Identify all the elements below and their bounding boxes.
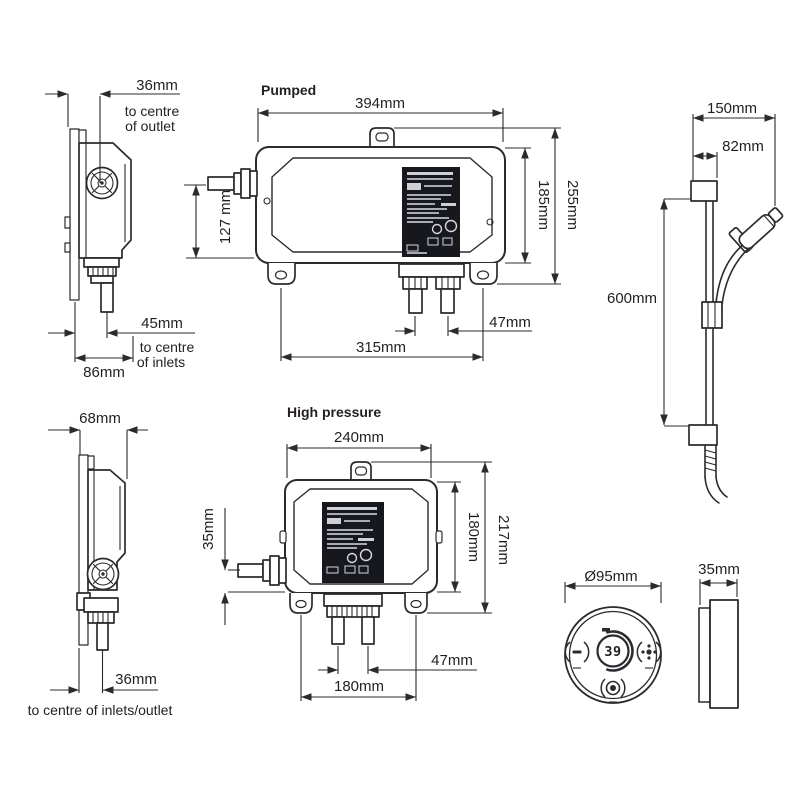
outlet-note-line1: to centre	[125, 103, 180, 119]
outlet-valve-icon	[85, 166, 119, 200]
pumped-outlet-height-dim-label: 127 mm	[217, 190, 234, 244]
minus-icon	[572, 650, 582, 654]
rail-slider	[701, 301, 723, 329]
pumped-side-body	[78, 142, 132, 259]
inlet-pipe	[96, 622, 109, 651]
inlet-note-line2: of inlets	[137, 354, 185, 370]
hp-width-dim-label: 240mm	[334, 429, 384, 446]
shower-handset	[738, 207, 784, 250]
plus-icon	[646, 649, 652, 655]
outlet-note-line2: of outlet	[125, 118, 175, 134]
pumped-side-view: 36mm to centre of outlet 45mm to centre …	[45, 77, 195, 381]
pumped-view-title: Pumped	[261, 82, 316, 98]
hp-body-height-dim-label: 180mm	[465, 512, 482, 562]
temperature-display: 39	[604, 644, 621, 660]
inlet-pipe	[100, 282, 114, 313]
rail-bottom-bracket	[688, 424, 718, 446]
plus-button	[636, 641, 662, 669]
hp-side-depth-dim-label: 68mm	[79, 410, 121, 427]
inlet-pipe	[408, 288, 423, 314]
hp-outlet-height-dim-label: 35mm	[200, 508, 217, 550]
hose	[704, 444, 717, 478]
rating-label	[402, 167, 460, 257]
minus-button	[564, 641, 590, 669]
rail-top-bracket	[690, 180, 718, 202]
controller-side-view: 35mm	[698, 561, 740, 709]
controller-view: Ø95mm 39	[564, 561, 740, 709]
pumped-body-height-dim-label: 185mm	[535, 180, 552, 230]
power-button	[600, 678, 626, 703]
hp-pipe-spacing-dim-label: 47mm	[431, 652, 473, 669]
rail-bracket-width-dim-label: 150mm	[707, 100, 757, 117]
pumped-pipe-spacing-dim-label: 47mm	[489, 314, 531, 331]
rating-label	[322, 502, 384, 583]
inlet-pipe	[440, 288, 455, 314]
rail-offset-dim-label: 82mm	[722, 138, 764, 155]
pumped-front-view: Pumped 394mm	[184, 82, 581, 361]
pumped-overall-height-dim-label: 255mm	[564, 180, 581, 230]
inlet-note-line1: to centre	[140, 339, 195, 355]
outlet-valve-icon	[86, 557, 120, 591]
inlet-pipe	[331, 616, 345, 645]
pumped-box	[255, 146, 506, 264]
pumped-side-depth-dim-label: 86mm	[83, 364, 125, 381]
shower-rail-view: 150mm 82mm 600mm	[607, 100, 784, 504]
hp-fixing-span-dim-label: 180mm	[334, 678, 384, 695]
controller-display: 39	[596, 628, 634, 672]
inlet-offset-dim-label: 45mm	[141, 315, 183, 332]
hp-front-view: High pressure 240mm	[200, 404, 512, 701]
hp-side-view: 68mm 36mm to centre of inlets/outlet	[28, 410, 173, 718]
pumped-width-dim-label: 394mm	[355, 95, 405, 112]
rail-length-dim-label: 600mm	[607, 290, 657, 307]
outlet-pipe	[237, 563, 264, 578]
power-icon	[605, 680, 621, 696]
outlet-offset-dim-label: 36mm	[136, 77, 178, 94]
pumped-fixing-span-dim-label: 315mm	[356, 339, 406, 356]
hp-view-title: High pressure	[287, 404, 381, 420]
outlet-pipe	[207, 176, 235, 191]
hp-overall-height-dim-label: 217mm	[495, 515, 512, 565]
controller-diameter-dim-label: Ø95mm	[584, 568, 637, 585]
hp-side-note: to centre of inlets/outlet	[28, 702, 173, 718]
controller-depth-dim-label: 35mm	[698, 561, 740, 578]
inlet-pipe	[361, 616, 375, 645]
hp-side-inlet-offset-dim-label: 36mm	[115, 671, 157, 688]
